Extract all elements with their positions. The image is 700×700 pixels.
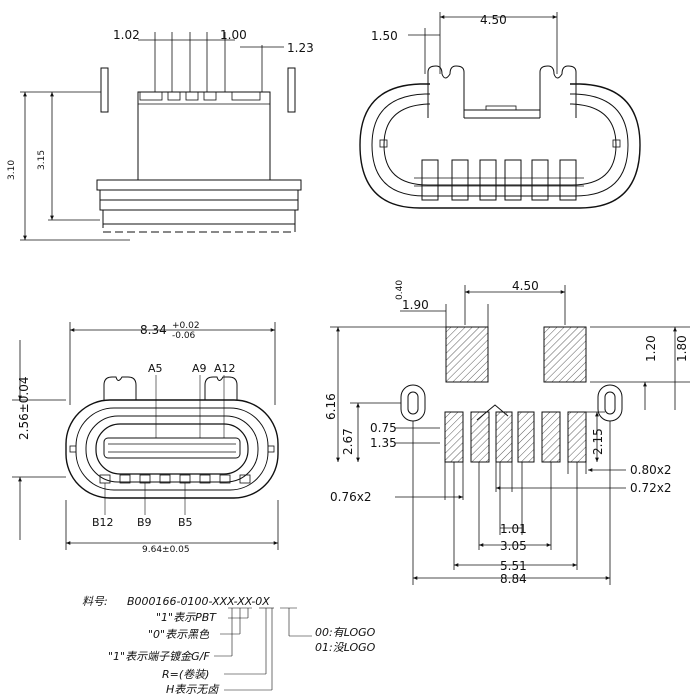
dim-0-40: 0.40 [395,280,405,300]
option-logo: 00:有LOGO [315,626,376,639]
dim-1-02: 1.02 [113,28,140,42]
dim-4-50-footprint: 4.50 [512,279,539,293]
dim-8-34-tol-lower: -0.06 [172,331,196,341]
dim-0-72x2: 0.72x2 [630,481,671,495]
option-gold: "1"表示端子镀金G/F [108,650,210,663]
dim-1-90: 1.90 [402,298,429,312]
part-number-legend: 料号: B000166-0100-XXX-XX-0X "1"表示PBT "0"表… [82,595,376,696]
pin-label-a12: A12 [214,362,236,375]
dim-3-15: 3.15 [37,150,47,170]
side-view: 1.02 1.00 1.23 3.10 3.15 [7,28,314,241]
dim-1-35: 1.35 [370,436,397,450]
dim-9-64: 9.64±0.05 [142,545,190,555]
dim-1-80: 1.80 [675,335,689,362]
top-view: 4.50 1.50 [359,12,641,209]
pin-label-b5: B5 [178,516,193,529]
dim-2-67: 2.67 [341,428,355,455]
pin-label-b9: B9 [137,516,152,529]
option-black: "0"表示黑色 [148,628,210,641]
dim-0-75: 0.75 [370,421,397,435]
dim-3-10: 3.10 [7,160,17,180]
dim-0-80x2: 0.80x2 [630,463,671,477]
dim-1-23: 1.23 [287,41,314,55]
dim-1-20: 1.20 [644,335,658,362]
pin-label-a9: A9 [192,362,207,375]
dim-2-56: 2.56±0.04 [17,377,31,441]
dim-1-00: 1.00 [220,28,247,42]
pcb-footprint: 4.50 1.90 0.40 1.20 1.80 6.16 2.67 [324,279,690,586]
part-number-label: 料号: [82,595,108,608]
option-no-logo: 01:没LOGO [315,641,376,654]
part-number-code: B000166-0100-XXX-XX-0X [127,595,270,608]
dim-8-34-tol-upper: +0.02 [172,321,200,331]
dim-2-15: 2.15 [591,428,605,455]
pin-label-a5: A5 [148,362,163,375]
dim-4-50-top: 4.50 [480,13,507,27]
dim-1-01: 1.01 [500,522,527,536]
dim-6-16: 6.16 [324,393,338,420]
option-halogen-free: H表示无卤 [166,683,220,696]
option-reel: R=(卷装) [162,668,209,681]
option-pbt: "1"表示PBT [156,611,217,624]
dim-5-51: 5.51 [500,559,527,573]
dim-8-84: 8.84 [500,572,527,586]
dim-8-34: 8.34 [140,323,167,337]
dim-3-05: 3.05 [500,539,527,553]
front-view: 8.34 +0.02 -0.06 2.56±0.04 A5 A9 A12 [12,321,279,555]
dim-1-50: 1.50 [371,29,398,43]
pin-label-b12: B12 [92,516,114,529]
dim-0-76x2: 0.76x2 [330,490,371,504]
